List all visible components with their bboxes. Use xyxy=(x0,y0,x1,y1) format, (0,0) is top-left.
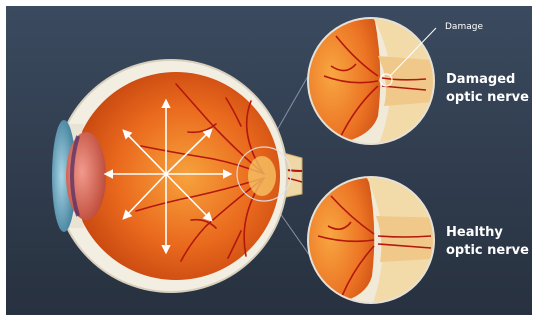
optic-disc xyxy=(248,156,276,196)
healthy-label-line2: optic nerve xyxy=(446,243,529,258)
damaged-label-line1: Damaged xyxy=(446,72,515,87)
healthy-label-line1: Healthy xyxy=(446,225,503,240)
damage-label: Damage xyxy=(445,22,483,32)
damaged-label-line2: optic nerve xyxy=(446,90,529,105)
illustration-panel: Damage Damaged optic nerve Healthy optic… xyxy=(6,6,532,315)
glaucoma-illustration: Damage Damaged optic nerve Healthy optic… xyxy=(6,6,532,315)
eyeball xyxy=(52,60,291,292)
